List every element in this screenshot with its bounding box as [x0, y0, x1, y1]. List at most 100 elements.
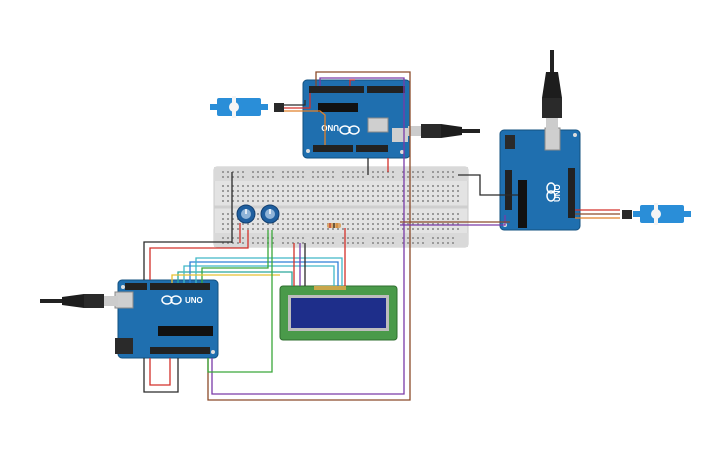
breadboard-hole: [452, 176, 454, 178]
breadboard-hole: [317, 176, 319, 178]
breadboard-hole: [297, 223, 299, 225]
breadboard-hole: [407, 200, 409, 202]
breadboard-hole: [232, 190, 234, 192]
breadboard-hole: [247, 228, 249, 230]
breadboard-hole: [442, 218, 444, 220]
breadboard-hole: [242, 190, 244, 192]
breadboard-hole: [422, 195, 424, 197]
breadboard-hole: [457, 195, 459, 197]
breadboard-hole: [372, 176, 374, 178]
breadboard-hole: [337, 218, 339, 220]
breadboard-hole: [357, 171, 359, 173]
breadboard-hole: [242, 171, 244, 173]
resistor[interactable]: [327, 223, 341, 228]
breadboard-hole: [277, 185, 279, 187]
breadboard-hole: [352, 218, 354, 220]
breadboard-hole: [352, 171, 354, 173]
servo-right[interactable]: [622, 203, 691, 225]
breadboard-hole: [272, 228, 274, 230]
breadboard-hole: [332, 176, 334, 178]
breadboard-hole: [342, 200, 344, 202]
breadboard-hole: [452, 200, 454, 202]
breadboard-hole: [352, 176, 354, 178]
breadboard-hole: [392, 185, 394, 187]
breadboard-hole: [397, 195, 399, 197]
breadboard-hole: [457, 228, 459, 230]
breadboard-hole: [417, 185, 419, 187]
breadboard-hole: [307, 185, 309, 187]
breadboard-hole: [442, 242, 444, 244]
breadboard-hole: [397, 218, 399, 220]
breadboard-hole: [392, 228, 394, 230]
usb-plug-right[interactable]: [542, 50, 562, 130]
breadboard-hole: [337, 185, 339, 187]
lcd-16x2[interactable]: [279, 285, 398, 341]
breadboard-hole: [352, 195, 354, 197]
breadboard-hole: [227, 218, 229, 220]
breadboard-hole: [252, 190, 254, 192]
breadboard-hole: [267, 176, 269, 178]
breadboard-hole: [317, 218, 319, 220]
breadboard-hole: [307, 195, 309, 197]
breadboard-hole: [422, 213, 424, 215]
breadboard-hole: [392, 237, 394, 239]
breadboard-hole: [427, 228, 429, 230]
breadboard-hole: [372, 190, 374, 192]
breadboard-hole: [372, 242, 374, 244]
breadboard-hole: [367, 213, 369, 215]
breadboard-hole: [377, 200, 379, 202]
breadboard-hole: [352, 190, 354, 192]
breadboard-hole: [372, 195, 374, 197]
breadboard-hole: [322, 228, 324, 230]
servo-top[interactable]: [210, 96, 284, 118]
breadboard-hole: [232, 228, 234, 230]
breadboard-hole: [417, 171, 419, 173]
breadboard-hole: [387, 218, 389, 220]
breadboard-hole: [362, 242, 364, 244]
usb-plug-left[interactable]: [40, 294, 118, 308]
breadboard-hole: [342, 190, 344, 192]
breadboard-hole: [377, 195, 379, 197]
board-brand-label: UNO: [321, 123, 339, 132]
breadboard-hole: [392, 171, 394, 173]
breadboard-hole: [377, 213, 379, 215]
breadboard-hole: [447, 190, 449, 192]
breadboard-hole: [232, 213, 234, 215]
breadboard-hole: [312, 213, 314, 215]
usb-plug-top[interactable]: [408, 124, 480, 138]
wire-black: [284, 100, 306, 106]
arduino-uno-top[interactable]: UNO: [302, 79, 411, 159]
breadboard-hole: [437, 200, 439, 202]
breadboard-hole: [407, 228, 409, 230]
breadboard-hole: [372, 185, 374, 187]
potentiometer-left[interactable]: [236, 204, 256, 224]
breadboard-hole: [442, 237, 444, 239]
breadboard-hole: [322, 237, 324, 239]
breadboard-hole: [227, 237, 229, 239]
breadboard-hole: [422, 171, 424, 173]
breadboard-hole: [252, 223, 254, 225]
breadboard-hole: [422, 237, 424, 239]
breadboard-hole: [322, 242, 324, 244]
breadboard-hole: [307, 200, 309, 202]
breadboard-hole: [237, 185, 239, 187]
wires: [143, 71, 620, 401]
breadboard-hole: [262, 223, 264, 225]
arduino-uno-bottom-left[interactable]: UNO: [114, 279, 219, 359]
breadboard-hole: [312, 223, 314, 225]
breadboard-hole: [232, 237, 234, 239]
breadboard-hole: [222, 223, 224, 225]
breadboard-hole: [327, 237, 329, 239]
breadboard-hole: [247, 200, 249, 202]
breadboard-hole: [317, 195, 319, 197]
breadboard-hole: [362, 237, 364, 239]
breadboard-hole: [337, 190, 339, 192]
breadboard-hole: [262, 176, 264, 178]
breadboard-hole: [357, 237, 359, 239]
breadboard-hole: [392, 190, 394, 192]
breadboard-hole: [382, 185, 384, 187]
potentiometer-right[interactable]: [260, 204, 280, 224]
arduino-uno-right[interactable]: UNO: [499, 127, 581, 231]
breadboard-hole: [267, 195, 269, 197]
